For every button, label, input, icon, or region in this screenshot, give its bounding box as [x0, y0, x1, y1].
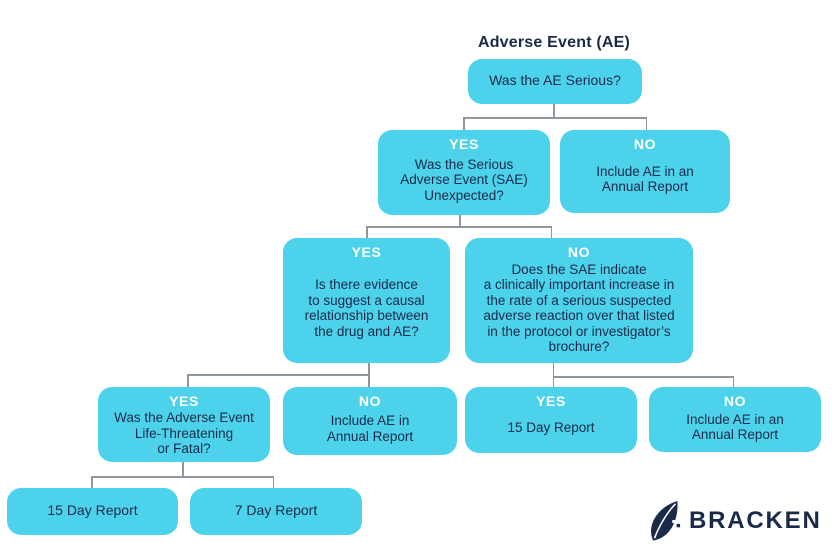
node-text: 15 Day Report [47, 501, 138, 518]
node-text: Was the AE Serious? [489, 71, 621, 88]
connector-line [552, 376, 734, 378]
connector-line [91, 476, 93, 488]
connector-line [553, 104, 555, 117]
node-annual-report-l4-left: NO Include AE in Annual Report [283, 387, 457, 455]
node-life-threatening: YES Was the Adverse Event Life-Threateni… [98, 387, 270, 462]
connector-line [732, 376, 734, 387]
connector-line [550, 226, 552, 238]
connector-line [645, 117, 647, 130]
node-causal-relationship: YES Is there evidence to suggest a causa… [283, 238, 450, 363]
node-text: Does the SAE indicate a clinically impor… [483, 261, 675, 355]
connector-line [459, 215, 461, 227]
connector-line [187, 374, 189, 387]
node-text: Is there evidence to suggest a causal re… [304, 277, 429, 339]
node-text: 15 Day Report [507, 419, 595, 435]
branch-label-yes: YES [536, 393, 566, 409]
branch-label-no: NO [633, 136, 657, 152]
branch-label-yes: YES [449, 136, 479, 152]
connector-line [463, 117, 465, 130]
connector-line [91, 476, 274, 478]
connector-line [552, 363, 554, 387]
bracken-leaf-icon [648, 500, 682, 542]
logo-wordmark: BRACKEN [689, 507, 822, 534]
connector-line [272, 476, 274, 488]
branch-label-no: NO [358, 393, 382, 409]
node-text: Include AE in an Annual Report [596, 163, 694, 195]
node-text: 7 Day Report [234, 501, 318, 518]
branch-label-no: NO [567, 244, 591, 260]
branch-label-no: NO [723, 393, 747, 409]
connector-line [366, 226, 552, 228]
node-text: Was the Adverse Event Life-Threatening o… [114, 410, 254, 456]
node-text: Include AE in an Annual Report [686, 411, 784, 443]
node-annual-report-l4-right: NO Include AE in an Annual Report [649, 387, 821, 452]
node-text: Was the Serious Adverse Event (SAE) Unex… [400, 156, 528, 203]
page-title: Adverse Event (AE) [477, 34, 631, 51]
node-15-day-report-l5: 15 Day Report [7, 488, 178, 535]
node-sae-unexpected: YES Was the Serious Adverse Event (SAE) … [378, 130, 550, 215]
connector-line [463, 117, 647, 119]
node-text: Include AE in Annual Report [326, 413, 414, 444]
node-annual-report-l2: NO Include AE in an Annual Report [560, 130, 730, 213]
node-7-day-report: 7 Day Report [190, 488, 362, 535]
connector-line [366, 226, 368, 238]
node-sae-clinically-important: NO Does the SAE indicate a clinically im… [465, 238, 693, 363]
node-15-day-report-l4: YES 15 Day Report [465, 387, 637, 453]
branch-label-yes: YES [169, 393, 199, 409]
branch-label-yes: YES [351, 244, 382, 260]
connector-line [182, 462, 184, 476]
connector-line [187, 374, 369, 376]
node-was-ae-serious: Was the AE Serious? [468, 59, 642, 104]
bracken-logo: BRACKEN [648, 500, 822, 542]
